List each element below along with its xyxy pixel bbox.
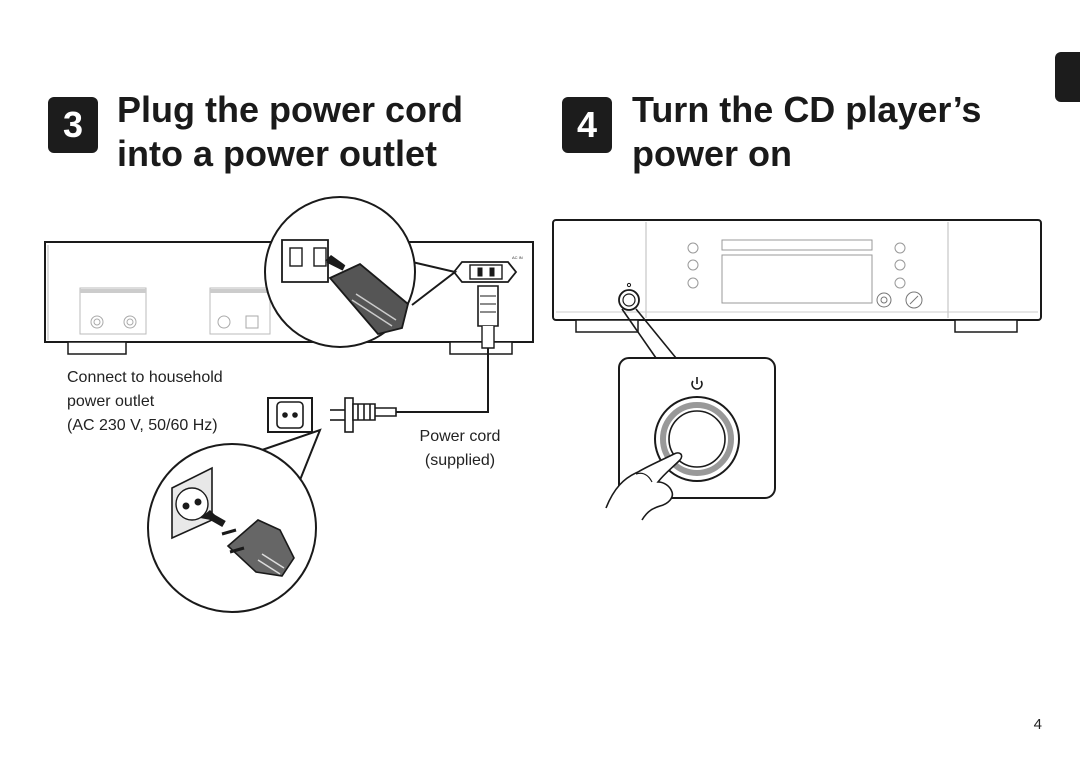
ac-in-label: AC IN xyxy=(512,255,523,260)
outlet-caption-line3: (AC 230 V, 50/60 Hz) xyxy=(67,417,218,434)
outlet-caption-line1: Connect to household xyxy=(67,369,223,386)
wall-plug xyxy=(267,397,397,433)
outlet-caption: Connect to household power outlet (AC 23… xyxy=(67,366,223,438)
socket-zoom-callout xyxy=(147,428,322,613)
step-4-badge: 4 xyxy=(562,97,612,153)
power-zoom-callout xyxy=(605,308,776,521)
cord-caption-line1: Power cord xyxy=(419,428,501,445)
step-3-title-line2: into a power outlet xyxy=(117,133,437,174)
section-edge-tab xyxy=(1055,52,1080,102)
step-3-title-line1: Plug the power cord xyxy=(117,89,464,130)
cd-player-front-panel xyxy=(552,219,1042,333)
page-number: 4 xyxy=(1033,716,1042,733)
step-4-title-line1: Turn the CD player’s xyxy=(632,89,982,130)
step-4-heading: Turn the CD player’s power on xyxy=(632,88,981,176)
cord-caption: Power cord (supplied) xyxy=(405,425,515,473)
step-3-badge: 3 xyxy=(48,97,98,153)
outlet-caption-line2: power outlet xyxy=(67,393,155,410)
inlet-zoom-callout xyxy=(264,196,458,348)
step-3-heading: Plug the power cord into a power outlet xyxy=(117,88,463,176)
cord-caption-line2: (supplied) xyxy=(424,452,496,469)
step-4-title-line2: power on xyxy=(632,133,792,174)
